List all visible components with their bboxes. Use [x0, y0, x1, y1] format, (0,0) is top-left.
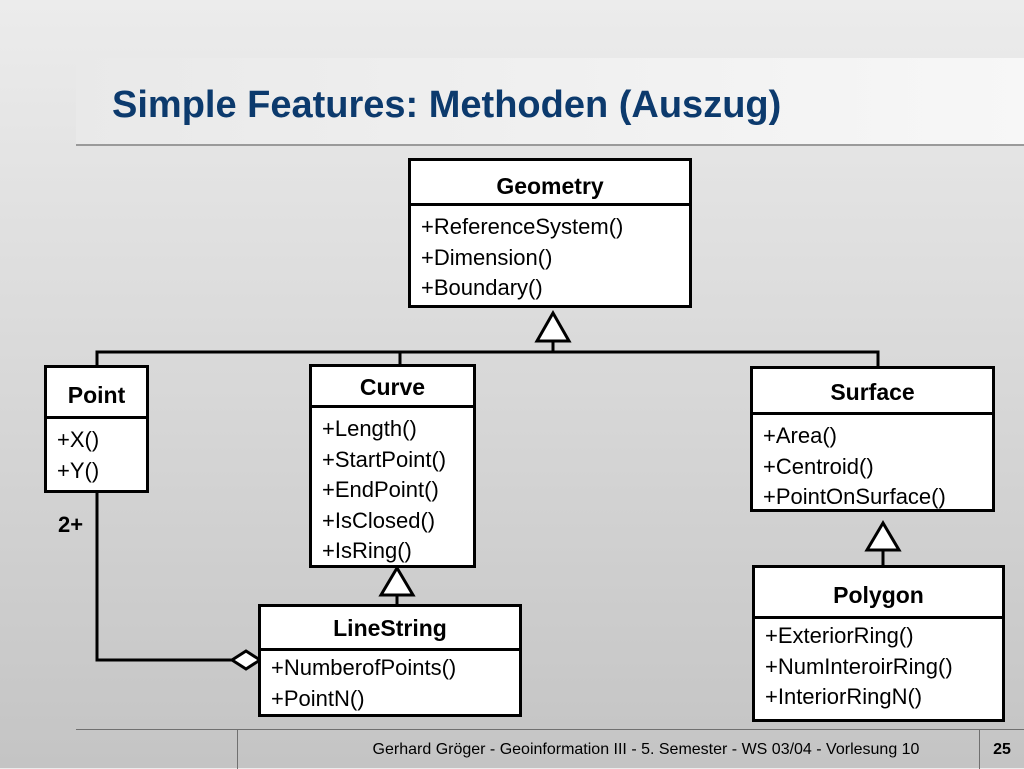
operations-list: +ReferenceSystem() +Dimension() +Boundar… — [411, 206, 689, 304]
operation: +NumInteroirRing() — [765, 653, 953, 679]
operations-list: +NumberofPoints() +PointN() — [261, 651, 519, 714]
class-name: Surface — [753, 369, 992, 415]
footer-left-cell — [76, 730, 238, 769]
operation: +PointN() — [271, 685, 365, 711]
operation: +Area() — [763, 423, 837, 448]
operation: +InteriorRingN() — [765, 684, 923, 709]
class-name: Curve — [312, 367, 473, 408]
generalization-line-point-curve-surface — [95, 350, 880, 366]
aggregation-diamond — [229, 649, 263, 671]
class-linestring: LineString +NumberofPoints() +PointN() — [258, 604, 522, 717]
operation: +ExteriorRing() — [765, 623, 914, 648]
generalization-arrow-geometry — [534, 309, 572, 343]
footer-bar: Gerhard Gröger - Geoinformation III - 5.… — [76, 729, 1024, 769]
operation: +Boundary() — [421, 275, 543, 300]
operations-list: +Area() +Centroid() +PointOnSurface() — [753, 415, 992, 513]
operation: +PointOnSurface() — [763, 484, 946, 509]
title-band — [76, 58, 1024, 146]
multiplicity-label: 2+ — [58, 512, 84, 537]
slide-title: Simple Features: Methoden (Auszug) — [112, 84, 782, 126]
operation: +IsClosed() — [322, 507, 436, 533]
class-name: Point — [47, 368, 146, 419]
operation: +Length() — [322, 416, 417, 441]
generalization-arrow-curve — [378, 565, 416, 597]
operation: +Dimension() — [421, 244, 553, 270]
aggregation-line-point-linestring — [95, 492, 232, 662]
operation: +IsRing() — [322, 538, 412, 563]
page-number: 25 — [979, 730, 1024, 769]
operation: +Centroid() — [763, 453, 874, 479]
class-polygon: Polygon +ExteriorRing() +NumInteroirRing… — [752, 565, 1005, 722]
operations-list: +ExteriorRing() +NumInteroirRing() +Inte… — [755, 619, 1002, 713]
generalization-arrow-surface — [864, 520, 902, 552]
class-name: Geometry — [411, 161, 689, 206]
operations-list: +Length() +StartPoint() +EndPoint() +IsC… — [312, 408, 473, 567]
operation: +NumberofPoints() — [271, 655, 457, 680]
class-surface: Surface +Area() +Centroid() +PointOnSurf… — [750, 366, 995, 512]
class-geometry: Geometry +ReferenceSystem() +Dimension()… — [408, 158, 692, 308]
operations-list: +X() +Y() — [47, 419, 146, 486]
operation: +ReferenceSystem() — [421, 214, 624, 239]
class-curve: Curve +Length() +StartPoint() +EndPoint(… — [309, 364, 476, 568]
class-name: Polygon — [755, 568, 1002, 619]
class-point: Point +X() +Y() — [44, 365, 149, 493]
operation: +X() — [57, 427, 100, 452]
operation: +Y() — [57, 457, 100, 483]
operation: +EndPoint() — [322, 477, 439, 502]
class-name: LineString — [261, 607, 519, 651]
footer-text: Gerhard Gröger - Geoinformation III - 5.… — [372, 741, 920, 758]
operation: +StartPoint() — [322, 446, 447, 472]
